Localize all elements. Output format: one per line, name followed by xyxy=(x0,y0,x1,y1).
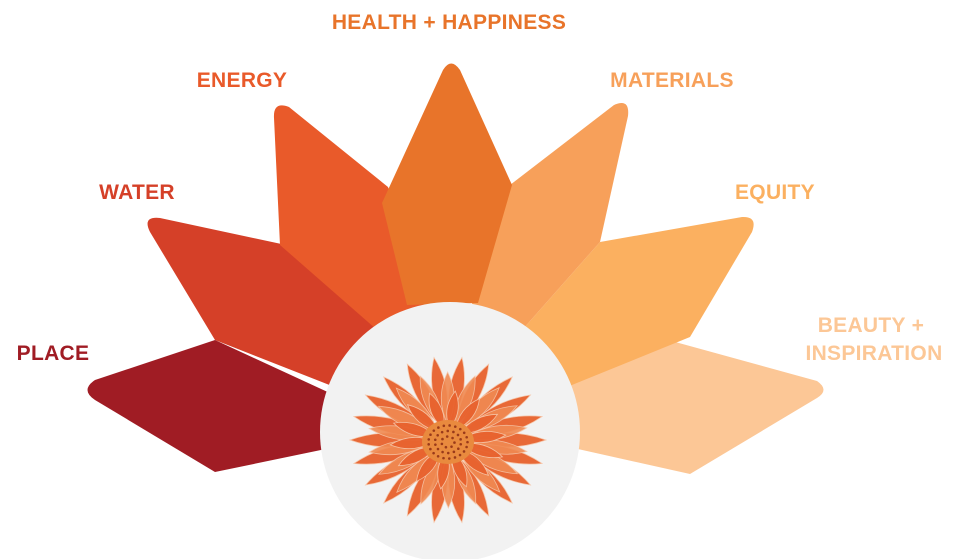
flower-seed xyxy=(452,450,456,454)
label-materials: MATERIALS xyxy=(610,69,734,92)
flower-seed xyxy=(448,457,451,460)
flower-petal xyxy=(459,413,499,435)
label-health: HEALTH + HAPPINESS xyxy=(332,11,566,34)
flower-seed xyxy=(465,445,468,449)
petal-energy xyxy=(273,105,435,350)
flower-seed xyxy=(442,424,446,428)
flower-seed xyxy=(433,438,437,442)
flower-seed xyxy=(427,438,431,441)
flower-seed xyxy=(448,424,451,427)
flower-seed xyxy=(441,450,444,454)
label-energy: ENERGY xyxy=(197,69,288,92)
label-place: PLACE xyxy=(17,342,90,365)
label-beauty: BEAUTY + INSPIRATION xyxy=(805,314,942,365)
flower-seed xyxy=(462,450,466,453)
petal-water xyxy=(147,217,406,397)
petals-group xyxy=(87,63,824,474)
petal-materials xyxy=(470,103,629,355)
flower-seed xyxy=(442,456,445,460)
flower-seed xyxy=(457,447,460,451)
flower-seed xyxy=(451,436,454,440)
flower-seed xyxy=(466,440,469,444)
flower-seed xyxy=(459,442,463,446)
flower-seed xyxy=(462,431,466,435)
flower-seed xyxy=(465,435,468,439)
flower-seed xyxy=(450,445,453,448)
flower-seed xyxy=(434,443,437,446)
flower-center xyxy=(422,420,474,464)
petal-health xyxy=(382,63,512,305)
flower-petal xyxy=(446,390,459,429)
flower-seed xyxy=(453,456,457,459)
flower-seed xyxy=(444,445,448,449)
flower-seed xyxy=(441,437,444,441)
flower-seed xyxy=(440,430,444,434)
flower-petal xyxy=(455,397,480,431)
flower-seed xyxy=(446,451,450,455)
flower-seed xyxy=(458,427,462,431)
flower-seed xyxy=(445,435,449,438)
label-beauty-line-2: INSPIRATION xyxy=(805,342,942,365)
flower-seed xyxy=(432,451,435,455)
flower-seed xyxy=(456,433,460,437)
flower-seed xyxy=(459,438,462,441)
flower-seed xyxy=(436,447,440,451)
flower-seed xyxy=(446,429,450,433)
petal-equity xyxy=(500,216,754,400)
flower-seed xyxy=(452,430,455,434)
flower-petal xyxy=(406,404,439,433)
flower-seed xyxy=(436,433,439,437)
label-beauty-line-1: BEAUTY + xyxy=(818,314,924,337)
label-equity: EQUITY xyxy=(735,181,815,204)
flower-seed xyxy=(436,454,440,458)
flower-seed xyxy=(432,429,436,432)
flower-illustration xyxy=(348,356,548,524)
flower-seed xyxy=(429,433,432,436)
flower-seed xyxy=(429,447,432,451)
label-water: WATER xyxy=(99,181,175,204)
flower-petal xyxy=(428,392,445,430)
flower-seed xyxy=(427,443,430,446)
flower-seed xyxy=(453,441,456,444)
flower-seed xyxy=(453,425,457,428)
flower-seed xyxy=(458,453,462,457)
flower-seed xyxy=(440,442,444,446)
petal-place xyxy=(87,340,345,472)
flower-seed xyxy=(437,426,440,429)
